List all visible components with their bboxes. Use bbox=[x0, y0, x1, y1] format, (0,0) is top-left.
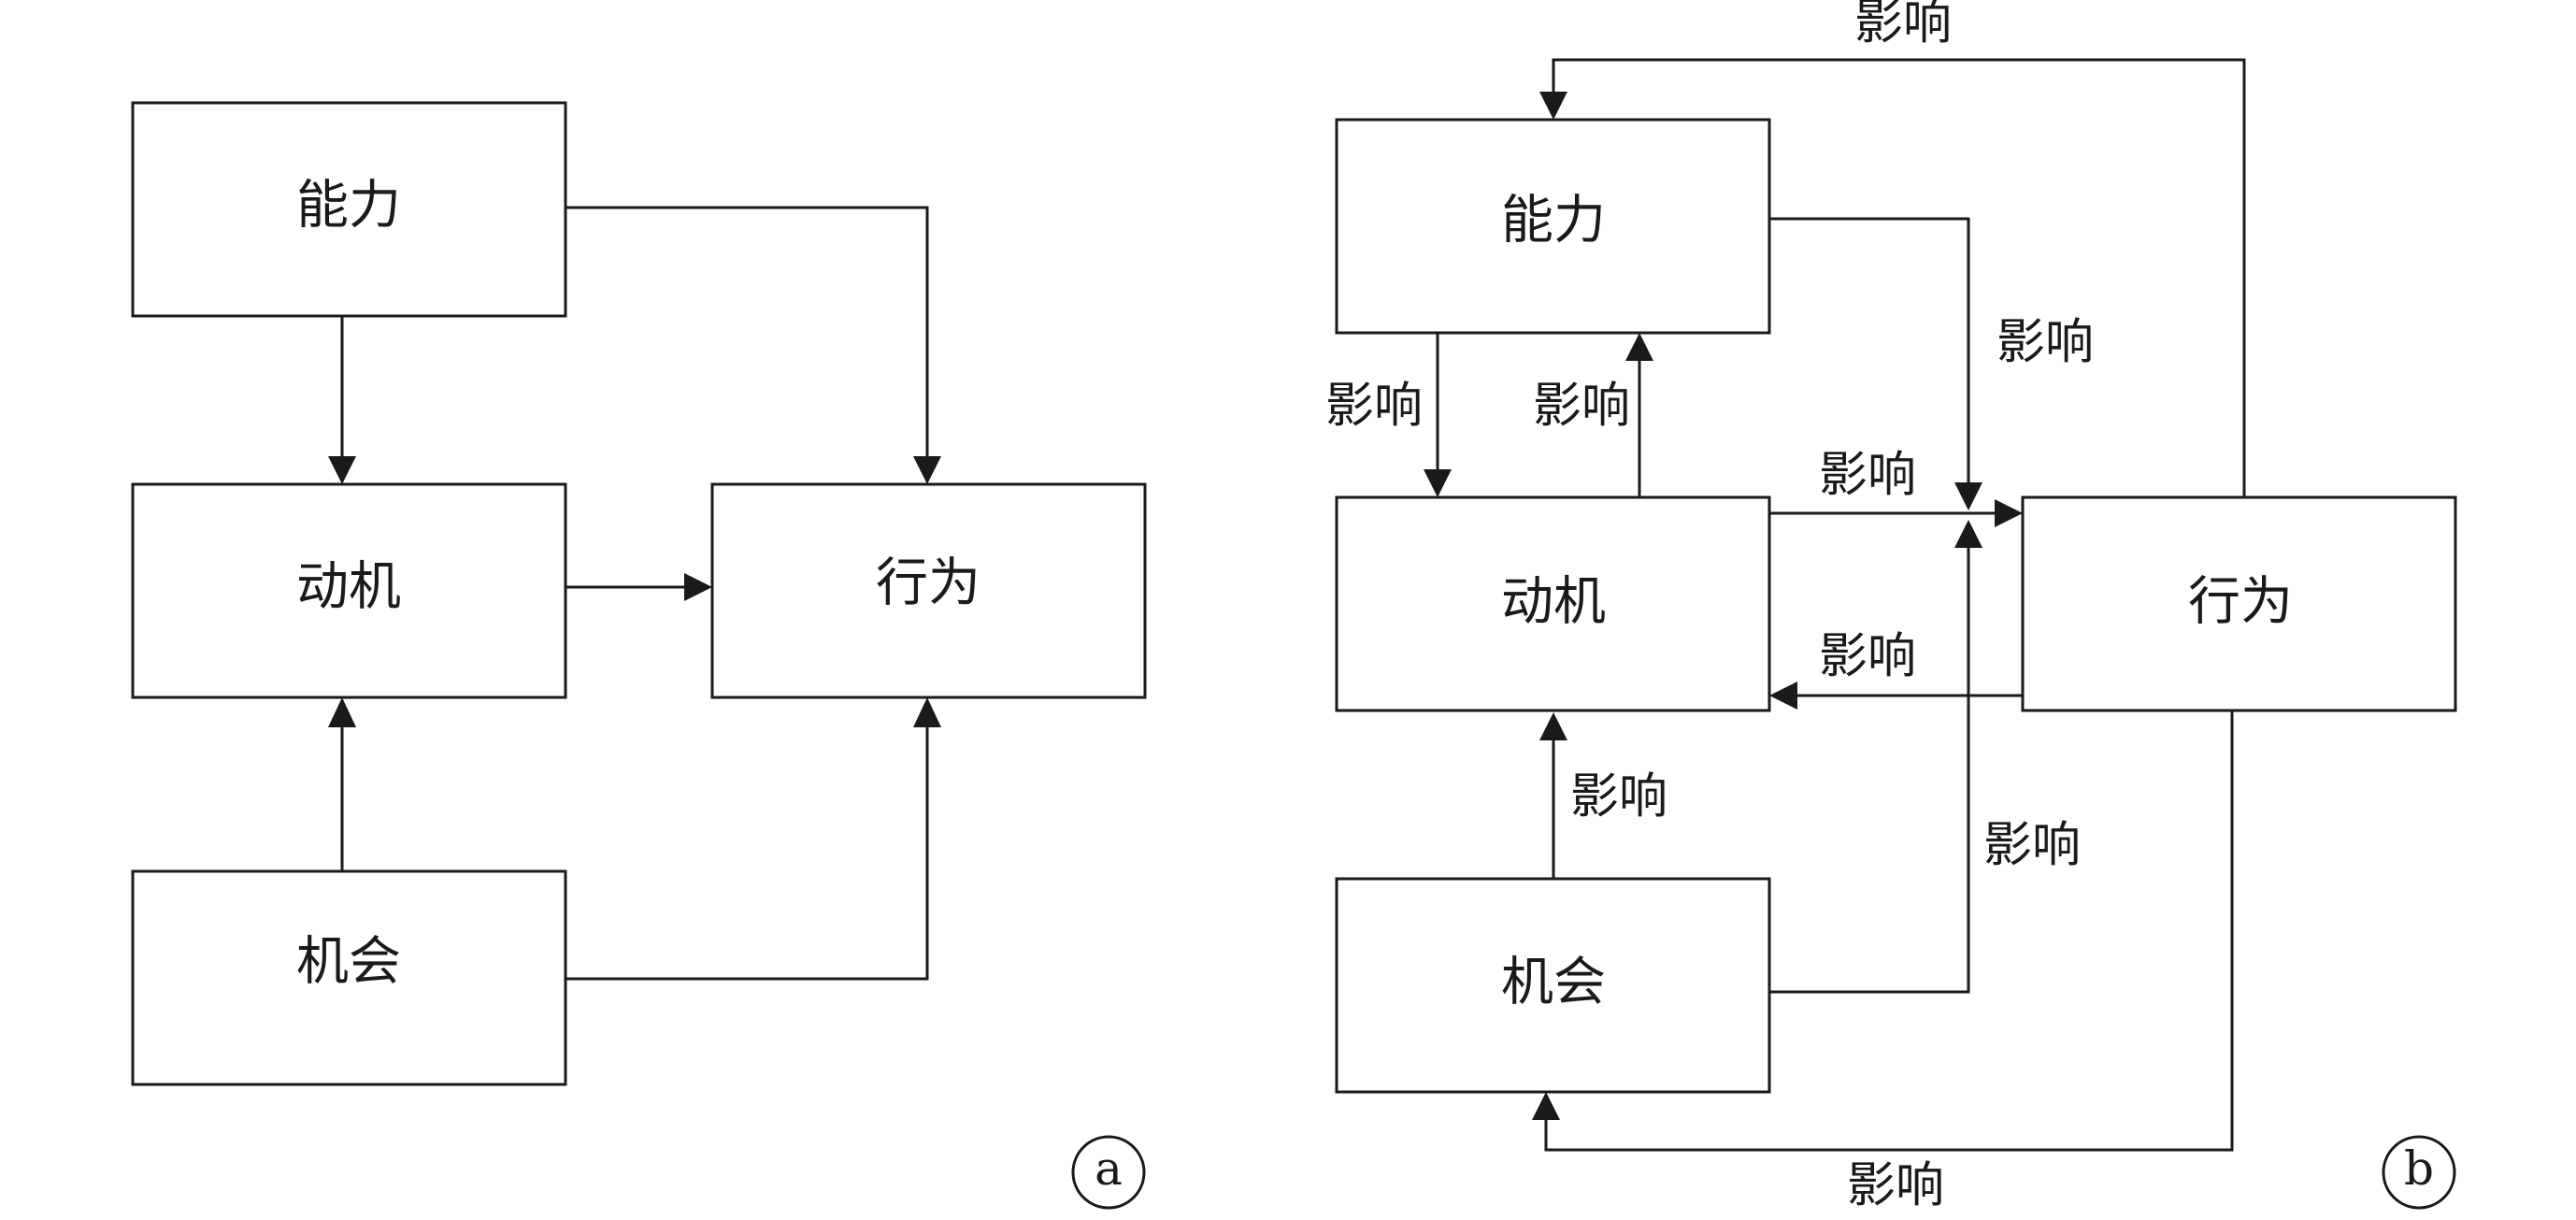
edge-label-behavior-to-ability: 影响 bbox=[1854, 0, 1952, 51]
edge-opportunity-to-behavior-b bbox=[1769, 520, 1982, 994]
edge-behavior-to-opportunity-b bbox=[1532, 710, 2234, 1152]
edge-motivation-to-ability-b bbox=[1625, 333, 1653, 497]
panel-a-badge: a bbox=[1071, 1135, 1146, 1210]
edge-opportunity-to-motivation-b bbox=[1539, 712, 1567, 879]
edge-motivation-to-behavior-b bbox=[1769, 499, 2023, 527]
node-motivation-b bbox=[1335, 495, 1771, 712]
edge-label-opportunity-to-behavior: 影响 bbox=[1983, 818, 2081, 874]
edge-behavior-to-ability-b bbox=[1539, 58, 2246, 497]
node-opportunity-a-label: 机会 bbox=[296, 932, 401, 993]
edge-ability-to-motivation-b bbox=[1424, 333, 1452, 497]
edge-ability-to-behavior-b bbox=[1769, 217, 1982, 510]
node-opportunity-b-label: 机会 bbox=[1501, 953, 1606, 1013]
node-behavior-b bbox=[2021, 495, 2457, 712]
edge-ability-to-motivation-a bbox=[328, 316, 356, 484]
edge-label-ability-to-motivation: 影响 bbox=[1325, 379, 1423, 435]
node-motivation-b-label: 动机 bbox=[1501, 572, 1606, 633]
node-ability-a-label: 能力 bbox=[296, 176, 401, 237]
node-behavior-a bbox=[710, 482, 1147, 699]
edge-motivation-to-behavior-a bbox=[565, 573, 712, 601]
node-opportunity-b bbox=[1335, 877, 1771, 1094]
node-ability-b-label: 能力 bbox=[1501, 191, 1606, 251]
edge-label-ability-to-behavior: 影响 bbox=[1996, 315, 2094, 371]
node-opportunity-a bbox=[131, 869, 567, 1086]
edge-label-motivation-to-ability: 影响 bbox=[1533, 379, 1630, 435]
node-behavior-b-label: 行为 bbox=[2188, 572, 2293, 633]
panel-b-badge: b bbox=[2382, 1135, 2456, 1210]
edge-opportunity-to-motivation-a bbox=[328, 697, 356, 871]
svg-text:a: a bbox=[1095, 1141, 1123, 1196]
edge-label-behavior-to-motivation: 影响 bbox=[1819, 629, 1916, 685]
edge-label-behavior-to-opportunity: 影响 bbox=[1847, 1158, 1944, 1214]
panel-a: 能力 动机 机会 行为 a bbox=[131, 101, 1147, 1210]
edge-ability-to-behavior-a bbox=[565, 206, 941, 484]
edge-label-opportunity-to-motivation: 影响 bbox=[1570, 769, 1667, 825]
node-behavior-a-label: 行为 bbox=[876, 553, 980, 614]
node-motivation-a bbox=[131, 482, 567, 699]
node-ability-a bbox=[131, 101, 567, 318]
edge-opportunity-to-behavior-a bbox=[565, 697, 941, 981]
edge-behavior-to-motivation-b bbox=[1769, 682, 2023, 710]
edge-label-motivation-to-behavior: 影响 bbox=[1819, 448, 1916, 504]
node-ability-b bbox=[1335, 118, 1771, 335]
panel-b: 能力 动机 机会 行为 影响 影响 影响 影响 bbox=[1325, 0, 2457, 1214]
node-motivation-a-label: 动机 bbox=[296, 557, 401, 618]
svg-text:b: b bbox=[2404, 1141, 2434, 1196]
